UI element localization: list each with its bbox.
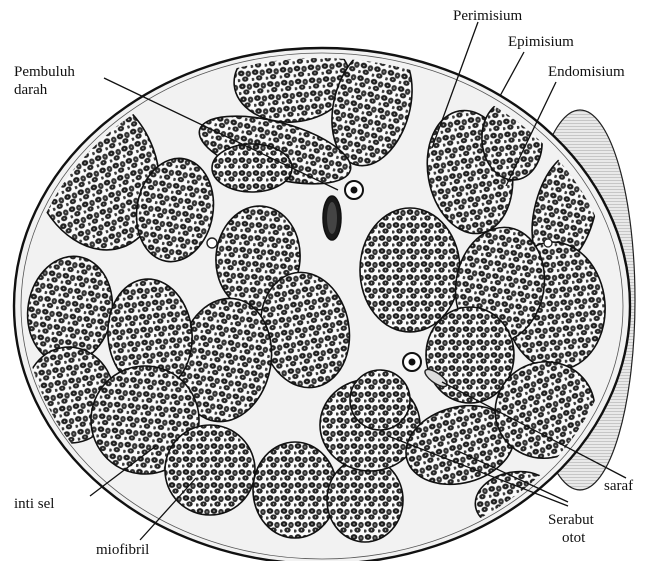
- blood-vessel: [207, 238, 217, 248]
- fascicle: [350, 370, 410, 430]
- label-saraf: saraf: [604, 478, 633, 494]
- fascicle: [165, 425, 255, 515]
- blood-vessel: [345, 181, 363, 199]
- blood-vessel: [544, 239, 552, 247]
- fascicle: [212, 144, 292, 192]
- label-pembuluh: Pembuluh: [14, 64, 75, 80]
- label-miofibril: miofibril: [96, 542, 149, 558]
- label-inti-sel: inti sel: [14, 496, 54, 512]
- label-darah: darah: [14, 82, 48, 98]
- blood-vessel: [403, 353, 421, 371]
- fascicle: [360, 208, 460, 332]
- fascicle: [253, 442, 337, 538]
- blood-vessel: [323, 196, 341, 240]
- label-perimisium: Perimisium: [453, 8, 523, 24]
- label-serabut: Serabut: [548, 512, 595, 528]
- label-otot: otot: [562, 530, 586, 546]
- leader-epimisium: [500, 52, 524, 96]
- label-endomisium: Endomisium: [548, 64, 625, 80]
- label-epimisium: Epimisium: [508, 34, 574, 50]
